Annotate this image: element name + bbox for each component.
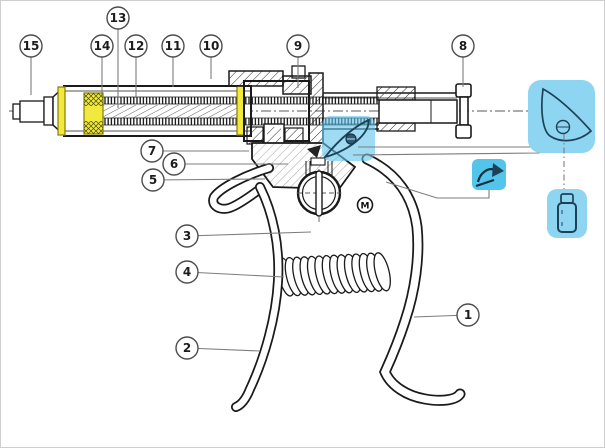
callout-circle — [175, 336, 199, 360]
callout-12: 12 — [124, 34, 148, 98]
callout-number: 2 — [183, 341, 191, 355]
front-lever — [208, 163, 284, 412]
pawl-icon — [322, 118, 370, 159]
callout-9: 9 — [286, 34, 310, 88]
callout-circle — [140, 139, 164, 163]
maker-logo: M — [356, 196, 374, 214]
coil-spring — [277, 252, 391, 297]
callout-number: 8 — [459, 39, 467, 53]
callout-15: 15 — [19, 34, 43, 95]
dose-ring — [296, 169, 342, 225]
callout-circle — [90, 34, 114, 58]
pawl-icon — [540, 87, 593, 142]
callout-circle — [451, 34, 475, 58]
callout-13: 13 — [106, 6, 130, 108]
callout-7: 7 — [140, 139, 249, 163]
callout-number: 7 — [148, 144, 156, 158]
callout-number: 15 — [23, 39, 40, 53]
pawl-highlight[interactable] — [322, 116, 375, 161]
callout-10: 10 — [199, 34, 223, 79]
callout-8: 8 — [451, 34, 475, 87]
end-knob — [455, 83, 472, 139]
callout-leader-line — [186, 231, 312, 237]
callout-circle — [286, 34, 310, 58]
piston-yellow — [83, 92, 104, 135]
callout-5: 5 — [141, 168, 266, 192]
plunger-screw — [101, 105, 239, 118]
callout-leader-line — [152, 178, 266, 181]
callout-circle — [19, 34, 43, 58]
callout-14: 14 — [90, 34, 114, 95]
callout-6: 6 — [162, 152, 288, 176]
callout-circle — [106, 6, 130, 30]
callout-number: 5 — [149, 173, 157, 187]
callout-number: 4 — [183, 265, 191, 279]
seal-front-yellow — [57, 86, 66, 136]
callout-number: 10 — [203, 39, 220, 53]
callout-circle — [175, 260, 199, 284]
callout-number: 9 — [294, 39, 302, 53]
seal-rear-yellow — [236, 85, 245, 136]
callout-number: 6 — [170, 157, 178, 171]
nozzle — [12, 85, 65, 137]
syringe-line-art: M — [9, 65, 541, 412]
callout-circle — [175, 224, 199, 248]
callout-number: 3 — [183, 229, 191, 243]
advance-arrow-icon — [475, 163, 504, 188]
callout-1: 1 — [413, 303, 480, 327]
callout-number: 14 — [94, 39, 111, 53]
callout-circle — [141, 168, 165, 192]
receiver — [228, 65, 324, 152]
callout-number: 11 — [165, 39, 182, 53]
pivot-pin-icon — [557, 193, 577, 233]
callout-3: 3 — [175, 224, 312, 248]
maker-logo-letter: M — [361, 202, 370, 212]
callout-circle — [161, 34, 185, 58]
callout-circle — [199, 34, 223, 58]
rear-handle — [361, 153, 466, 406]
pivot-pin-box[interactable] — [547, 189, 587, 238]
callout-circle — [124, 34, 148, 58]
callout-number: 13 — [110, 11, 127, 25]
callout-number: 12 — [128, 39, 145, 53]
callout-4: 4 — [175, 260, 285, 284]
callout-leader-line — [186, 271, 285, 278]
callout-2: 2 — [175, 336, 261, 360]
callout-circle — [162, 152, 186, 176]
callout-number: 1 — [464, 308, 472, 322]
callout-11: 11 — [161, 34, 185, 87]
callout-leader-line — [186, 347, 261, 352]
magnified-pawl-box[interactable] — [528, 80, 595, 153]
advance-action-button[interactable] — [472, 159, 506, 190]
callout-circle — [456, 303, 480, 327]
push-rod-assembly — [323, 86, 458, 132]
